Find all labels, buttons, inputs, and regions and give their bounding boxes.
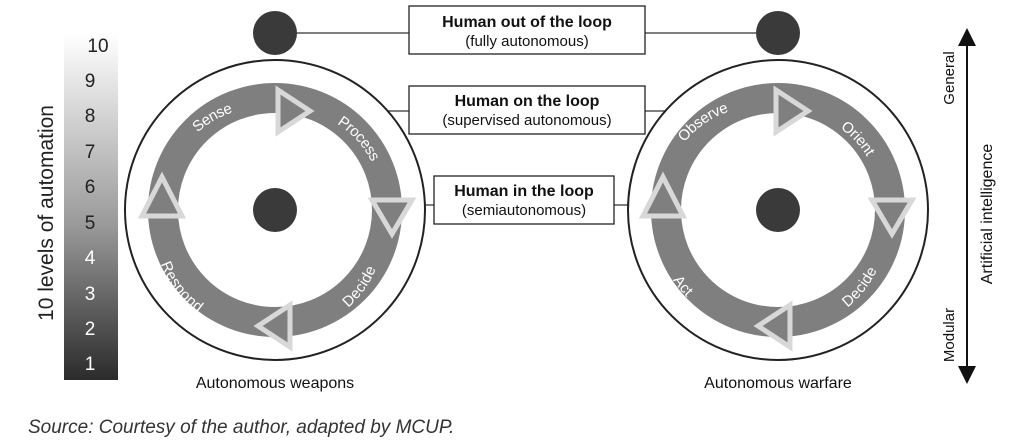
box-in-frame bbox=[433, 175, 615, 225]
source-note: Source: Courtesy of the author, adapted … bbox=[28, 417, 454, 438]
level-5: 5 bbox=[85, 213, 96, 234]
triangle-process-icon bbox=[275, 85, 315, 137]
box-on-loop: Human on the loop (supervised autonomous… bbox=[408, 85, 646, 135]
triangle-respond-icon bbox=[253, 300, 293, 352]
out-loop-dot-right bbox=[756, 11, 800, 55]
box-out-title: Human out of the loop bbox=[442, 14, 612, 31]
box-on-subtitle: (supervised autonomous) bbox=[442, 112, 611, 129]
in-loop-dot-left bbox=[253, 188, 297, 232]
automation-gradient-bar bbox=[64, 34, 118, 380]
right-cycle: Observe Orient Decide Act Autonomous war… bbox=[627, 59, 929, 392]
box-out-of-loop: Human out of the loop (fully autonomous) bbox=[408, 5, 646, 55]
automation-scale: 10 9 8 7 6 5 4 3 2 1 10 levels of automa… bbox=[35, 34, 118, 380]
left-cycle: Sense Process Decide Respond Autonomous … bbox=[124, 59, 426, 392]
level-1: 1 bbox=[85, 354, 96, 375]
in-loop-dot-right bbox=[756, 188, 800, 232]
triangle-decide-icon bbox=[367, 197, 417, 239]
ai-axis-title: Artificial intelligence bbox=[979, 144, 996, 285]
ai-axis-top-label: General bbox=[941, 51, 958, 104]
left-cycle-caption: Autonomous weapons bbox=[196, 375, 354, 392]
level-9: 9 bbox=[85, 71, 96, 92]
level-2: 2 bbox=[85, 319, 96, 340]
level-3: 3 bbox=[85, 284, 96, 305]
box-in-loop: Human in the loop (semiautonomous) bbox=[433, 175, 615, 225]
box-on-frame bbox=[408, 85, 646, 135]
level-6: 6 bbox=[85, 177, 96, 198]
triangle-orient-icon bbox=[773, 85, 813, 137]
box-out-frame bbox=[408, 5, 646, 55]
box-out-subtitle: (fully autonomous) bbox=[465, 33, 588, 50]
automation-scale-title: 10 levels of automation bbox=[35, 105, 58, 321]
triangle-sense-icon bbox=[137, 171, 187, 219]
box-in-title: Human in the loop bbox=[454, 183, 594, 200]
arrow-up-icon bbox=[958, 28, 976, 46]
ai-axis-bottom-label: Modular bbox=[941, 308, 958, 362]
triangle-act-icon bbox=[753, 300, 793, 352]
arrow-down-icon bbox=[958, 366, 976, 384]
triangle-observe-icon bbox=[638, 171, 688, 219]
level-7: 7 bbox=[85, 142, 96, 163]
out-loop-dot-left bbox=[253, 11, 297, 55]
level-8: 8 bbox=[85, 106, 96, 127]
right-cycle-caption: Autonomous warfare bbox=[704, 375, 852, 392]
triangle-decide-right-icon bbox=[867, 197, 917, 239]
box-in-subtitle: (semiautonomous) bbox=[462, 202, 586, 219]
level-4: 4 bbox=[85, 248, 96, 269]
ai-axis: General Modular Artificial intelligence bbox=[941, 28, 996, 384]
box-on-title: Human on the loop bbox=[455, 93, 600, 110]
level-10: 10 bbox=[87, 36, 108, 57]
